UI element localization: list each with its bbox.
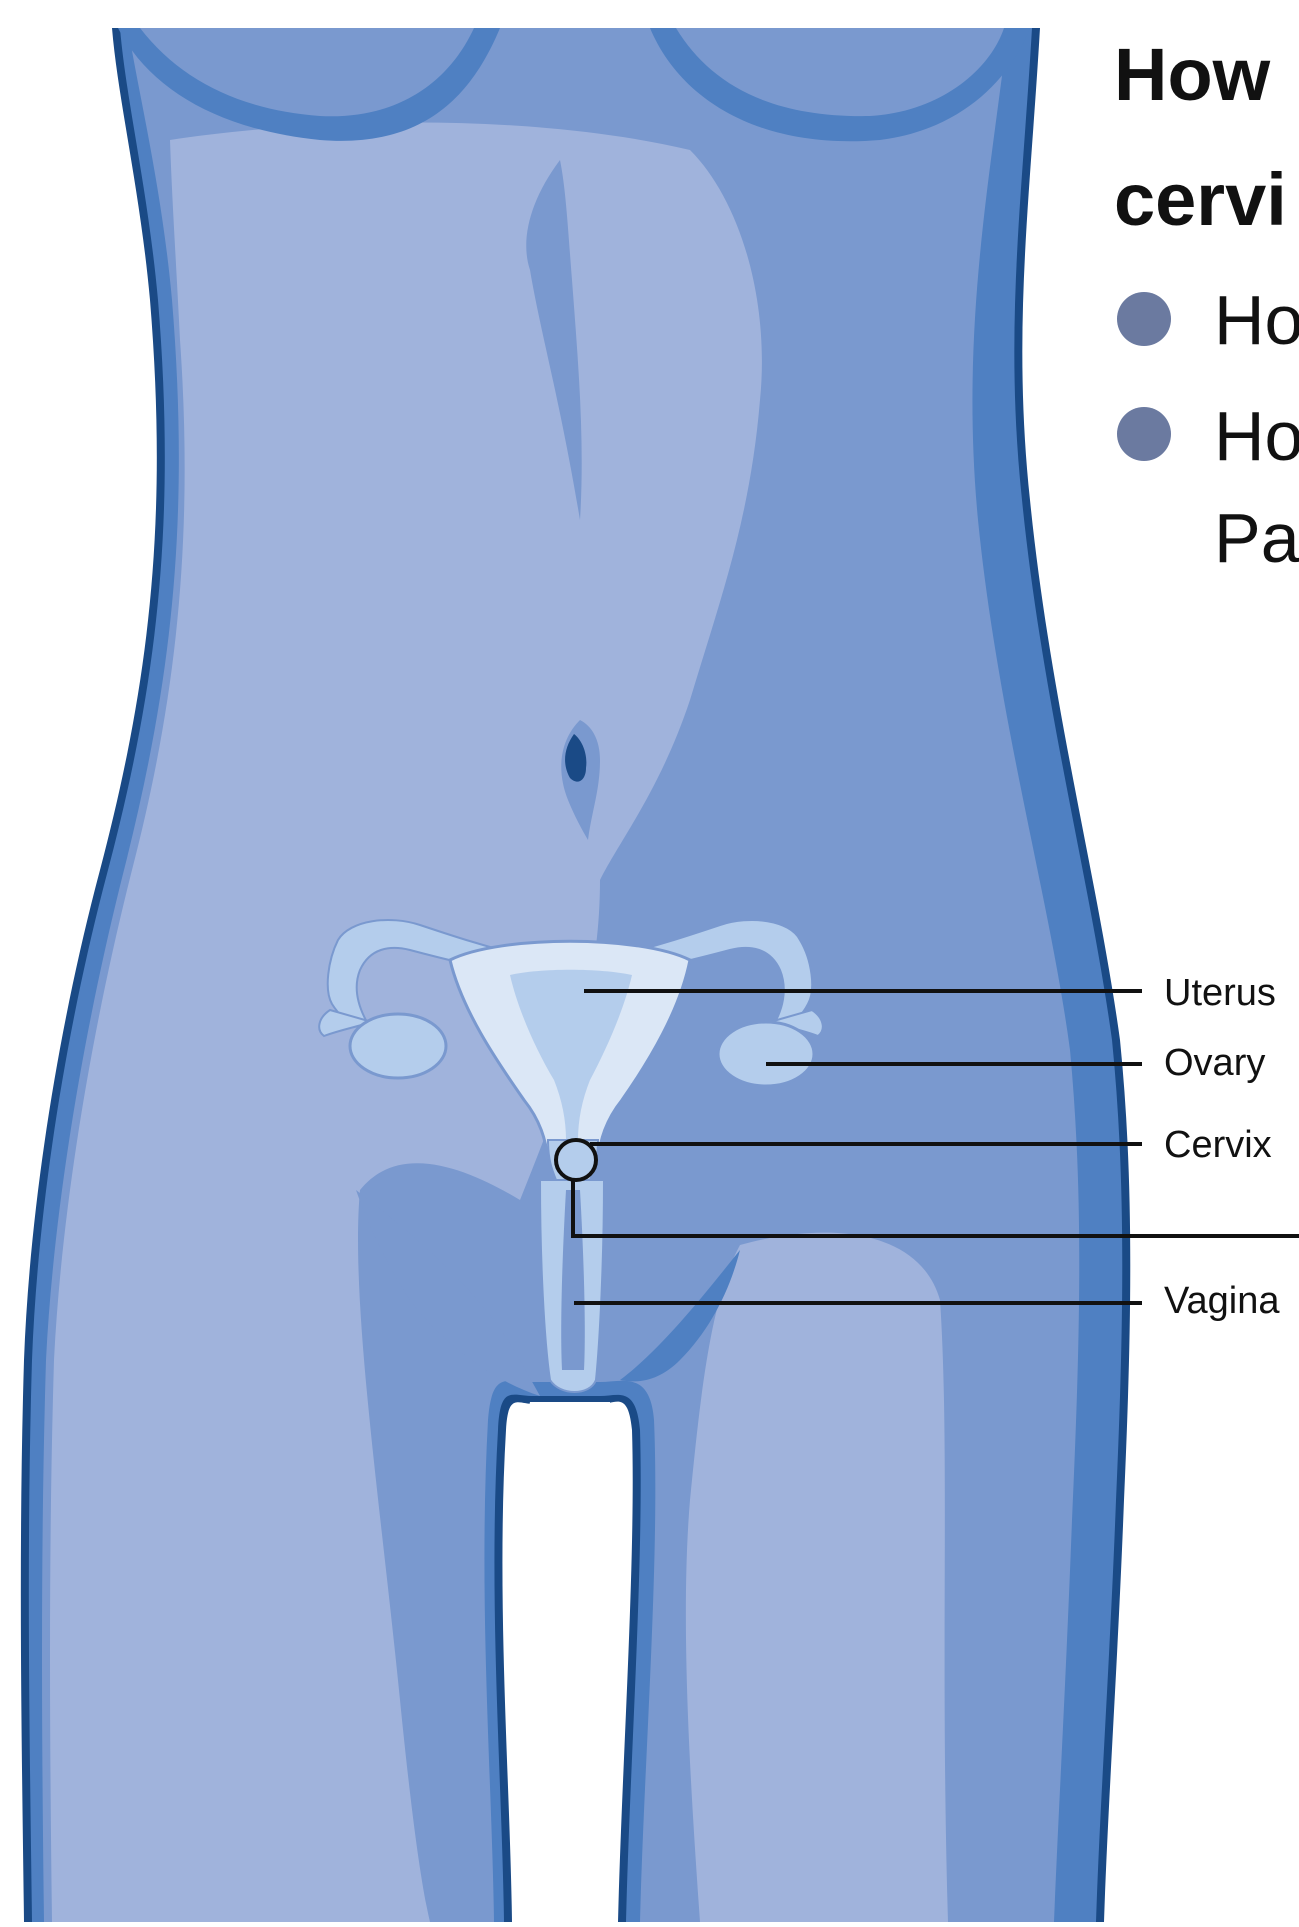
vagina-label: Vagina bbox=[1164, 1280, 1280, 1322]
bullet-2-continuation: Pa bbox=[1214, 499, 1299, 577]
organ-labels: Uterus Ovary Cervix Vagina bbox=[1164, 972, 1280, 1322]
bullet-dot-2 bbox=[1117, 407, 1171, 461]
ovary-label: Ovary bbox=[1164, 1042, 1265, 1084]
uterus-label: Uterus bbox=[1164, 972, 1276, 1014]
heading-line-2: cervi bbox=[1114, 158, 1287, 241]
crotch-gap bbox=[521, 1402, 612, 1922]
bullet-2-text: Ho bbox=[1214, 397, 1299, 475]
heading-line-1: How bbox=[1114, 33, 1271, 116]
bullet-dot-1 bbox=[1117, 292, 1171, 346]
bullet-1-text: Ho bbox=[1214, 281, 1299, 359]
left-ovary bbox=[350, 1014, 446, 1078]
cervix-label: Cervix bbox=[1164, 1124, 1272, 1166]
heading-block: How cervi Ho Ho Pa bbox=[1114, 33, 1299, 577]
right-ovary bbox=[718, 1022, 814, 1086]
right-leg-light bbox=[686, 1233, 948, 1922]
